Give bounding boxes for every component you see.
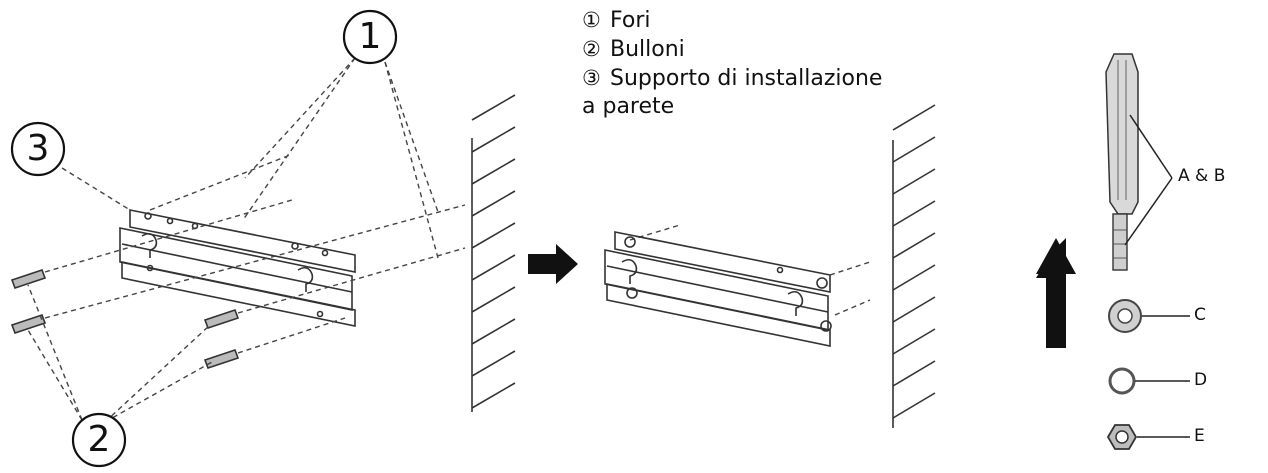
anchor-bolt — [1105, 53, 1173, 271]
legend-item-bolts: ② Bulloni — [582, 35, 882, 64]
label-e: E — [1194, 426, 1205, 446]
washer-d — [1108, 367, 1190, 395]
legend-symbol: ① — [582, 8, 601, 32]
legend-continuation: a parete — [582, 94, 675, 119]
legend: ① Fori ② Bulloni ③ Supporto di installazion… — [582, 6, 882, 121]
legend-text: Fori — [610, 8, 651, 33]
label-d: D — [1194, 370, 1208, 390]
callout-circle-holes — [342, 9, 398, 65]
callout-bolts: 2 — [87, 419, 111, 460]
callout-holes: 1 — [358, 16, 382, 57]
left-bolts — [10, 268, 240, 370]
left-wall — [471, 94, 516, 412]
right-arrow-icon — [528, 244, 578, 284]
left-bracket — [119, 209, 356, 327]
washer-c — [1108, 299, 1190, 333]
legend-symbol: ② — [582, 37, 601, 61]
legend-symbol: ③ — [582, 66, 601, 90]
leader-lines — [27, 57, 871, 423]
callout-circle-bracket — [10, 121, 66, 177]
right-bracket — [604, 231, 832, 347]
right-wall — [892, 104, 936, 428]
callout-circle-bolts — [71, 412, 127, 468]
legend-text: Bulloni — [610, 37, 685, 62]
label-c: C — [1194, 305, 1206, 325]
legend-item-holes: ① Fori — [582, 6, 882, 35]
legend-item-bracket: ③ Supporto di installazione — [582, 64, 882, 93]
callout-bracket: 3 — [26, 128, 50, 169]
label-ab: A & B — [1178, 166, 1226, 186]
legend-text: Supporto di installazione — [610, 66, 883, 91]
up-arrow-icon — [1036, 238, 1076, 348]
nut-e — [1106, 424, 1190, 450]
